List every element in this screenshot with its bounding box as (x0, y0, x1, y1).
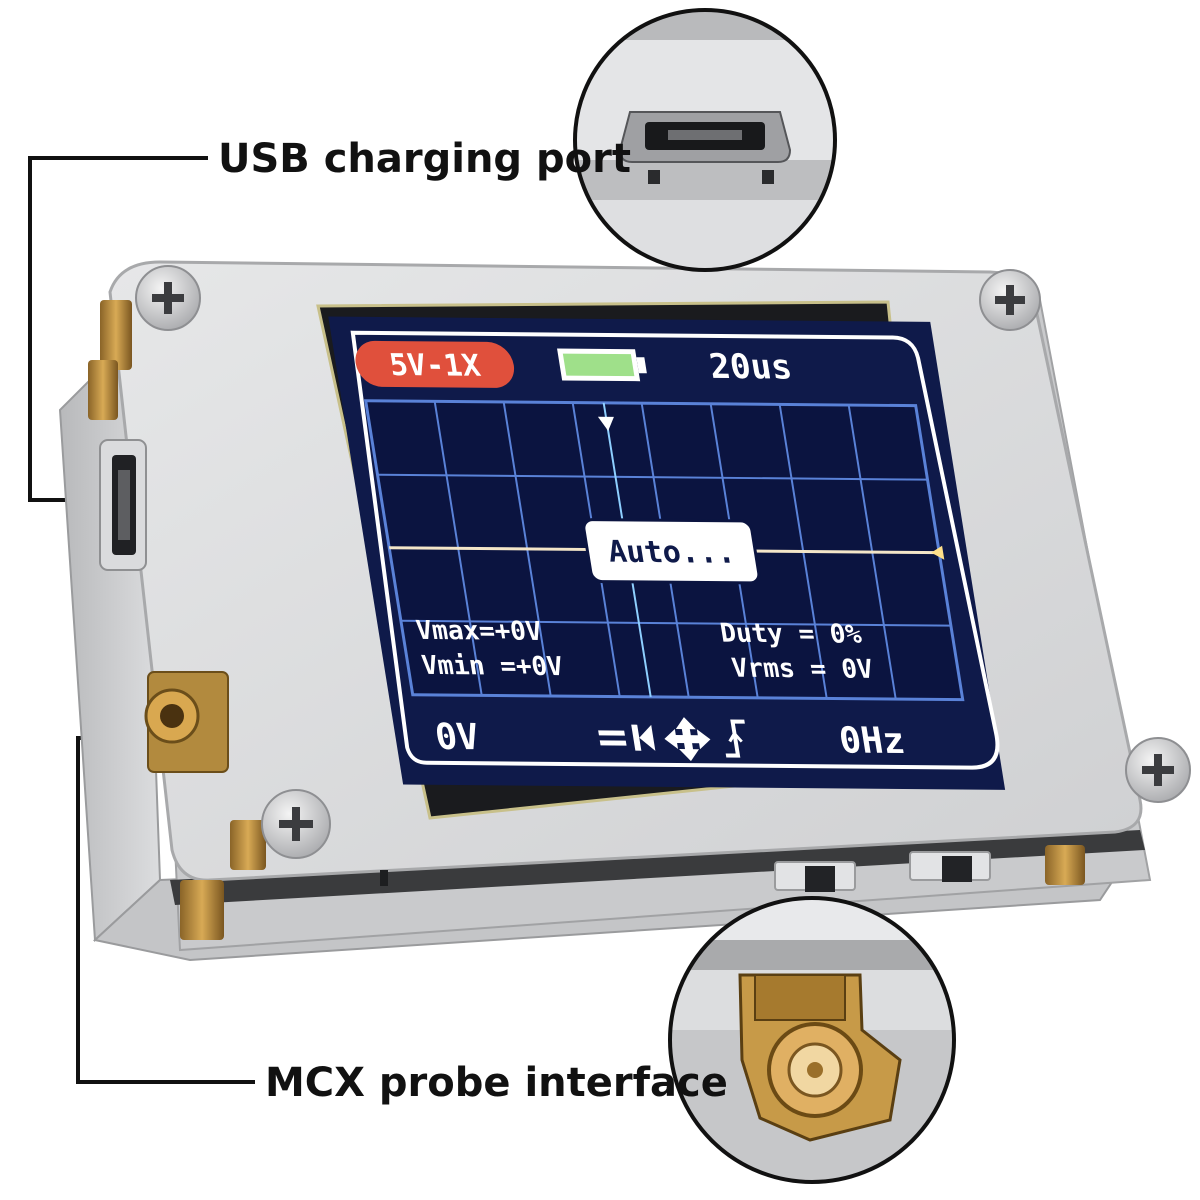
vrms-readout: Vrms = 0V (730, 654, 876, 685)
mcx-callout-label: MCX probe interface (265, 1060, 728, 1106)
battery-icon (557, 348, 647, 382)
coupling-icon (598, 730, 627, 746)
rising-edge-icon (725, 719, 745, 758)
screw-icon (979, 269, 1041, 331)
svg-text:5V-1X: 5V-1X (387, 348, 483, 384)
mode-switch (909, 851, 991, 882)
screw-icon (135, 265, 201, 331)
standoffs (88, 300, 1085, 940)
timebase-label: 20us (707, 347, 795, 387)
voltage-readout: 0V (432, 715, 482, 758)
mcx-connector (144, 671, 229, 773)
screw-icon (261, 789, 331, 859)
trigger-level-marker-icon (931, 545, 945, 560)
vmin-readout: Vmin =+0V (420, 651, 566, 682)
mcx-interface-closeup (668, 896, 956, 1184)
status-popup: Auto... (582, 518, 761, 585)
screw-icon (1125, 737, 1191, 803)
duty-readout: Duty = 0% (718, 619, 864, 650)
svg-text:Auto...: Auto... (606, 535, 738, 571)
power-switch (774, 861, 856, 892)
usb-callout-label: USB charging port (218, 136, 631, 182)
range-badge: 5V-1X (355, 340, 515, 388)
move-arrows-icon (664, 717, 711, 762)
mode-icon (631, 724, 656, 751)
trigger-marker-icon (597, 416, 614, 431)
usb-port (99, 439, 147, 571)
lcd-screen: 5V-1X 20us (328, 316, 1006, 790)
frequency-readout: 0Hz (836, 719, 908, 762)
vmax-readout: Vmax=+0V (414, 616, 544, 647)
